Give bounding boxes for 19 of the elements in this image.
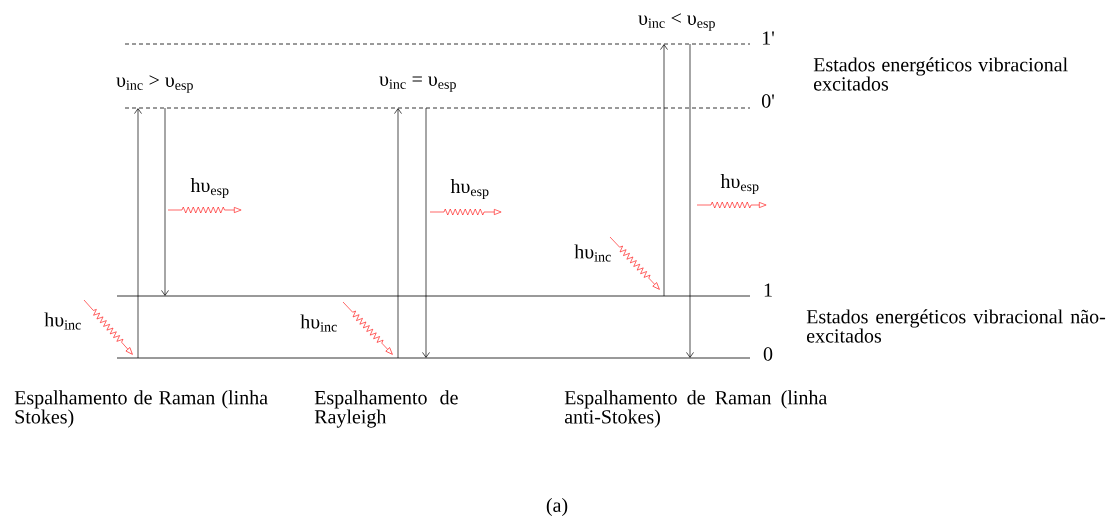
relation-label: υ$_{inc}$ < υ$_{esp}$ xyxy=(638,13,715,31)
relation-label: υ$_{inc}$ > υ$_{esp}$ xyxy=(116,75,193,93)
process-caption: Espalhamento de Raman (linha Stokes) xyxy=(14,390,268,428)
level-label: 0' xyxy=(762,94,774,108)
photon-label: hυ$_{inc}$ xyxy=(300,314,337,332)
photon-label: hυ$_{inc}$ xyxy=(44,312,81,330)
photon-label: hυ$_{esp}$ xyxy=(720,174,759,194)
process-caption: Espalhamento de Rayleigh xyxy=(314,390,458,428)
photon-label: hυ$_{esp}$ xyxy=(450,179,489,199)
photon-label: hυ$_{inc}$ xyxy=(574,244,611,262)
process-caption: Espalhamento de Raman (linha anti-Stokes) xyxy=(564,390,827,428)
level-label: 1 xyxy=(764,283,772,297)
state-group-label: Estados energéticos vibracional não-excitados xyxy=(806,309,1106,343)
relation-label: υ$_{inc}$ = υ$_{esp}$ xyxy=(379,76,456,92)
state-group-label: Estados energéticos vibracional excitados xyxy=(813,57,1068,91)
level-label: 1' xyxy=(762,31,774,45)
photon-label: hυ$_{esp}$ xyxy=(190,178,229,198)
figure-caption: (a) xyxy=(546,497,568,517)
level-label: 0 xyxy=(763,347,773,361)
